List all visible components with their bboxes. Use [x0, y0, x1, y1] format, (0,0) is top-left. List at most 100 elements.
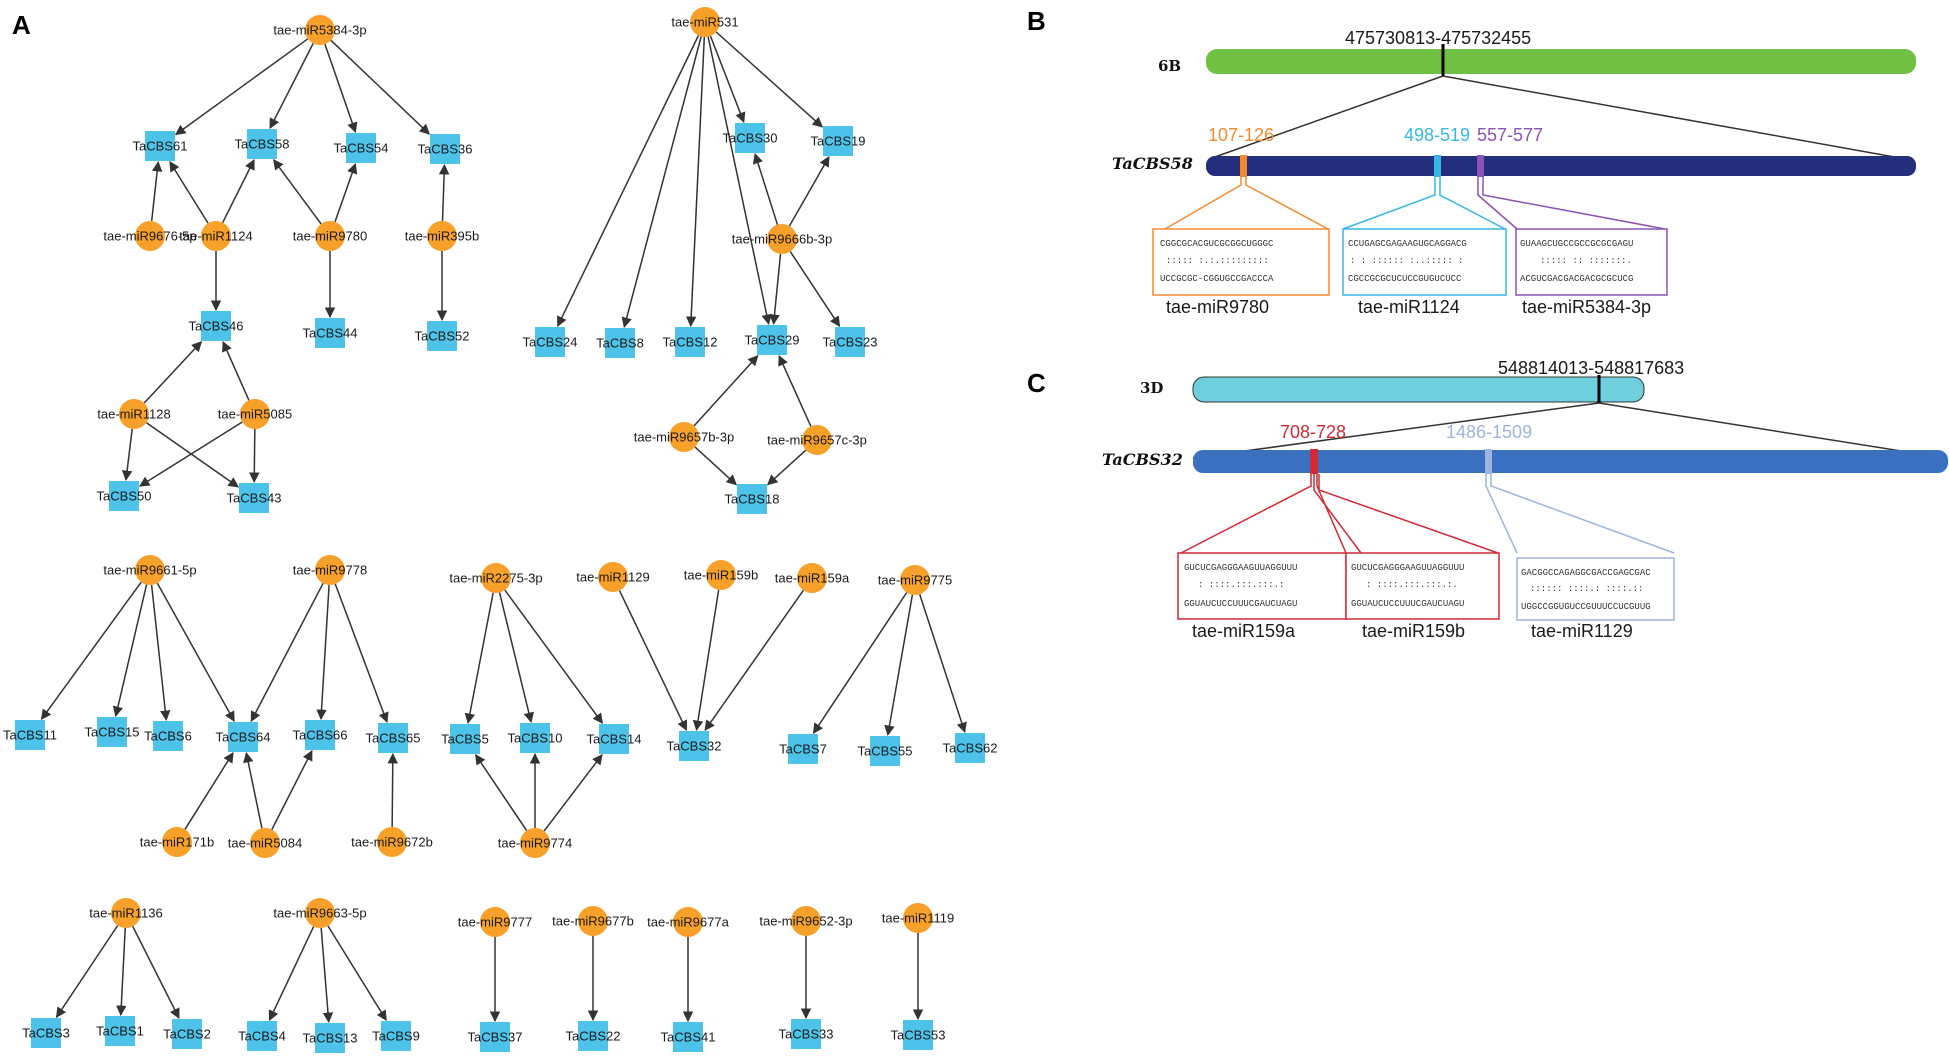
- network-edge-m1128-g43: [145, 421, 240, 488]
- node-label: TaCBS52: [415, 329, 470, 344]
- network-edge-m9778-g64: [250, 582, 324, 723]
- mirna-node-m9657b: tae-miR9657b-3p: [634, 422, 734, 452]
- chromosome-label-3d: 3D: [1140, 379, 1163, 397]
- binding-site-557-577: [1477, 155, 1484, 177]
- gene-square: [480, 1022, 510, 1052]
- gene-label-tacbs32: TaCBS32: [1102, 450, 1183, 469]
- node-label: tae-miR1129: [576, 570, 649, 585]
- gene-node-g8: TaCBS8: [596, 328, 644, 358]
- gene-node-g1: TaCBS1: [96, 1016, 144, 1046]
- mirna-node-m9663: tae-miR9663-5p: [273, 898, 367, 928]
- site-range-107-126: 107-126: [1208, 125, 1274, 145]
- gene-square: [201, 311, 231, 341]
- node-label: tae-miR5084: [228, 836, 302, 851]
- node-label: tae-miR2275-3p: [449, 571, 542, 586]
- mirna-circle: [480, 907, 510, 937]
- gene-node-g5: TaCBS5: [441, 724, 489, 754]
- site-range-498-519: 498-519: [1404, 125, 1470, 145]
- gene-node-g29: TaCBS29: [745, 325, 799, 355]
- network-edge-m1136-g1: [116, 927, 127, 1017]
- mirna-circle: [520, 828, 550, 858]
- node-label: TaCBS7: [779, 742, 827, 757]
- node-label: TaCBS54: [334, 141, 389, 156]
- gene-square: [109, 481, 139, 511]
- connector-159a-left: [1180, 474, 1312, 554]
- mirna-label-b2: tae-miR5384-3p: [1522, 297, 1651, 317]
- gene-square: [427, 321, 457, 351]
- node-label: TaCBS62: [943, 741, 998, 756]
- site-range-708-728: 708-728: [1280, 422, 1346, 442]
- node-label: TaCBS32: [667, 739, 722, 754]
- network-edge-m531-g12: [685, 36, 706, 328]
- network-edge-m9661-g15: [112, 584, 148, 718]
- node-label: tae-miR9677a: [647, 915, 729, 930]
- network-edge-m9778-g65: [334, 583, 389, 724]
- gene-square: [153, 721, 183, 751]
- node-label: TaCBS14: [587, 732, 642, 747]
- gene-square: [378, 723, 408, 753]
- connector-right-2: [1482, 177, 1666, 230]
- mirna-node-m9666b: tae-miR9666b-3p: [732, 224, 832, 254]
- node-label: TaCBS1: [96, 1024, 144, 1039]
- network-edge-m2275-g10: [498, 592, 534, 724]
- align-line: GACGGCCAGAGGCGACCGAGCGAC: [1521, 568, 1651, 578]
- node-label: tae-miR5384-3p: [273, 23, 366, 38]
- zoom-line-right-c: [1598, 402, 1946, 459]
- network-edge-m9663-g13: [320, 927, 334, 1024]
- network-edge-m5085-g50: [138, 421, 243, 487]
- gene-square: [835, 327, 865, 357]
- network-edge-m1124-g58: [222, 158, 255, 223]
- node-label: tae-miR9677b: [552, 914, 634, 929]
- mirna-circle: [767, 224, 797, 254]
- gene-node-g61: TaCBS61: [133, 131, 187, 161]
- gene-node-g65: TaCBS65: [366, 723, 420, 753]
- mirna-circle: [135, 555, 165, 585]
- alignment-box-mir1124: [1342, 228, 1507, 296]
- node-label: tae-miR1128: [97, 407, 170, 422]
- panel-c: 548814013-548817683 3D TaCBS32 708-728 1…: [1102, 358, 1948, 641]
- mirna-circle: [673, 907, 703, 937]
- connector-left-1: [1342, 177, 1436, 230]
- mirna-node-m9672b: tae-miR9672b: [351, 827, 433, 857]
- gene-node-g62: TaCBS62: [943, 733, 998, 763]
- gene-node-g10: TaCBS10: [508, 723, 562, 753]
- node-label: TaCBS50: [97, 489, 152, 504]
- node-label: TaCBS24: [523, 335, 578, 350]
- mirna-node-m159b: tae-miR159b: [684, 560, 758, 590]
- node-label: tae-miR9672b: [351, 835, 433, 850]
- node-label: tae-miR9661-5p: [103, 563, 196, 578]
- align-line: : ::::.:::.:::.:: [1198, 580, 1284, 590]
- node-label: TaCBS13: [303, 1031, 358, 1046]
- gene-node-g23: TaCBS23: [823, 327, 877, 357]
- node-label: tae-miR9777: [458, 915, 532, 930]
- gene-square: [679, 731, 709, 761]
- gene-node-g54: TaCBS54: [334, 133, 389, 163]
- node-label: tae-miR1136: [89, 906, 162, 921]
- node-label: TaCBS37: [468, 1030, 523, 1045]
- connector-left-2: [1477, 177, 1518, 230]
- network-edge-m1129-g32: [618, 590, 688, 732]
- gene-square: [105, 1016, 135, 1046]
- node-label: TaCBS55: [858, 744, 913, 759]
- network-edge-m5085-g46: [222, 340, 250, 401]
- mirna-node-m9657c: tae-miR9657c-3p: [767, 425, 867, 455]
- align-line: UGGCCGGUGUCCGUUUCCUCGUUG: [1521, 602, 1651, 612]
- mirna-circle: [797, 563, 827, 593]
- network-edge-m1136-g3: [55, 925, 119, 1019]
- gene-square: [430, 134, 460, 164]
- gene-node-g14: TaCBS14: [587, 724, 642, 754]
- chromosome-coords-3d: 548814013-548817683: [1498, 358, 1684, 378]
- network-edge-m9775-g62: [918, 594, 967, 734]
- mirna-label-b0: tae-miR9780: [1166, 297, 1269, 317]
- connector-159b-right: [1318, 474, 1499, 554]
- network-edge-m531-g29: [707, 36, 772, 326]
- gene-node-g33: TaCBS33: [779, 1019, 833, 1049]
- gene-bar-tacbs58: [1206, 156, 1916, 176]
- mirna-circle: [578, 906, 608, 936]
- node-label: TaCBS6: [144, 729, 192, 744]
- mirna-circle: [427, 221, 457, 251]
- node-label: TaCBS64: [216, 730, 271, 745]
- gene-square: [737, 484, 767, 514]
- node-label: tae-miR9657c-3p: [767, 433, 867, 448]
- gene-node-g24: TaCBS24: [523, 327, 578, 357]
